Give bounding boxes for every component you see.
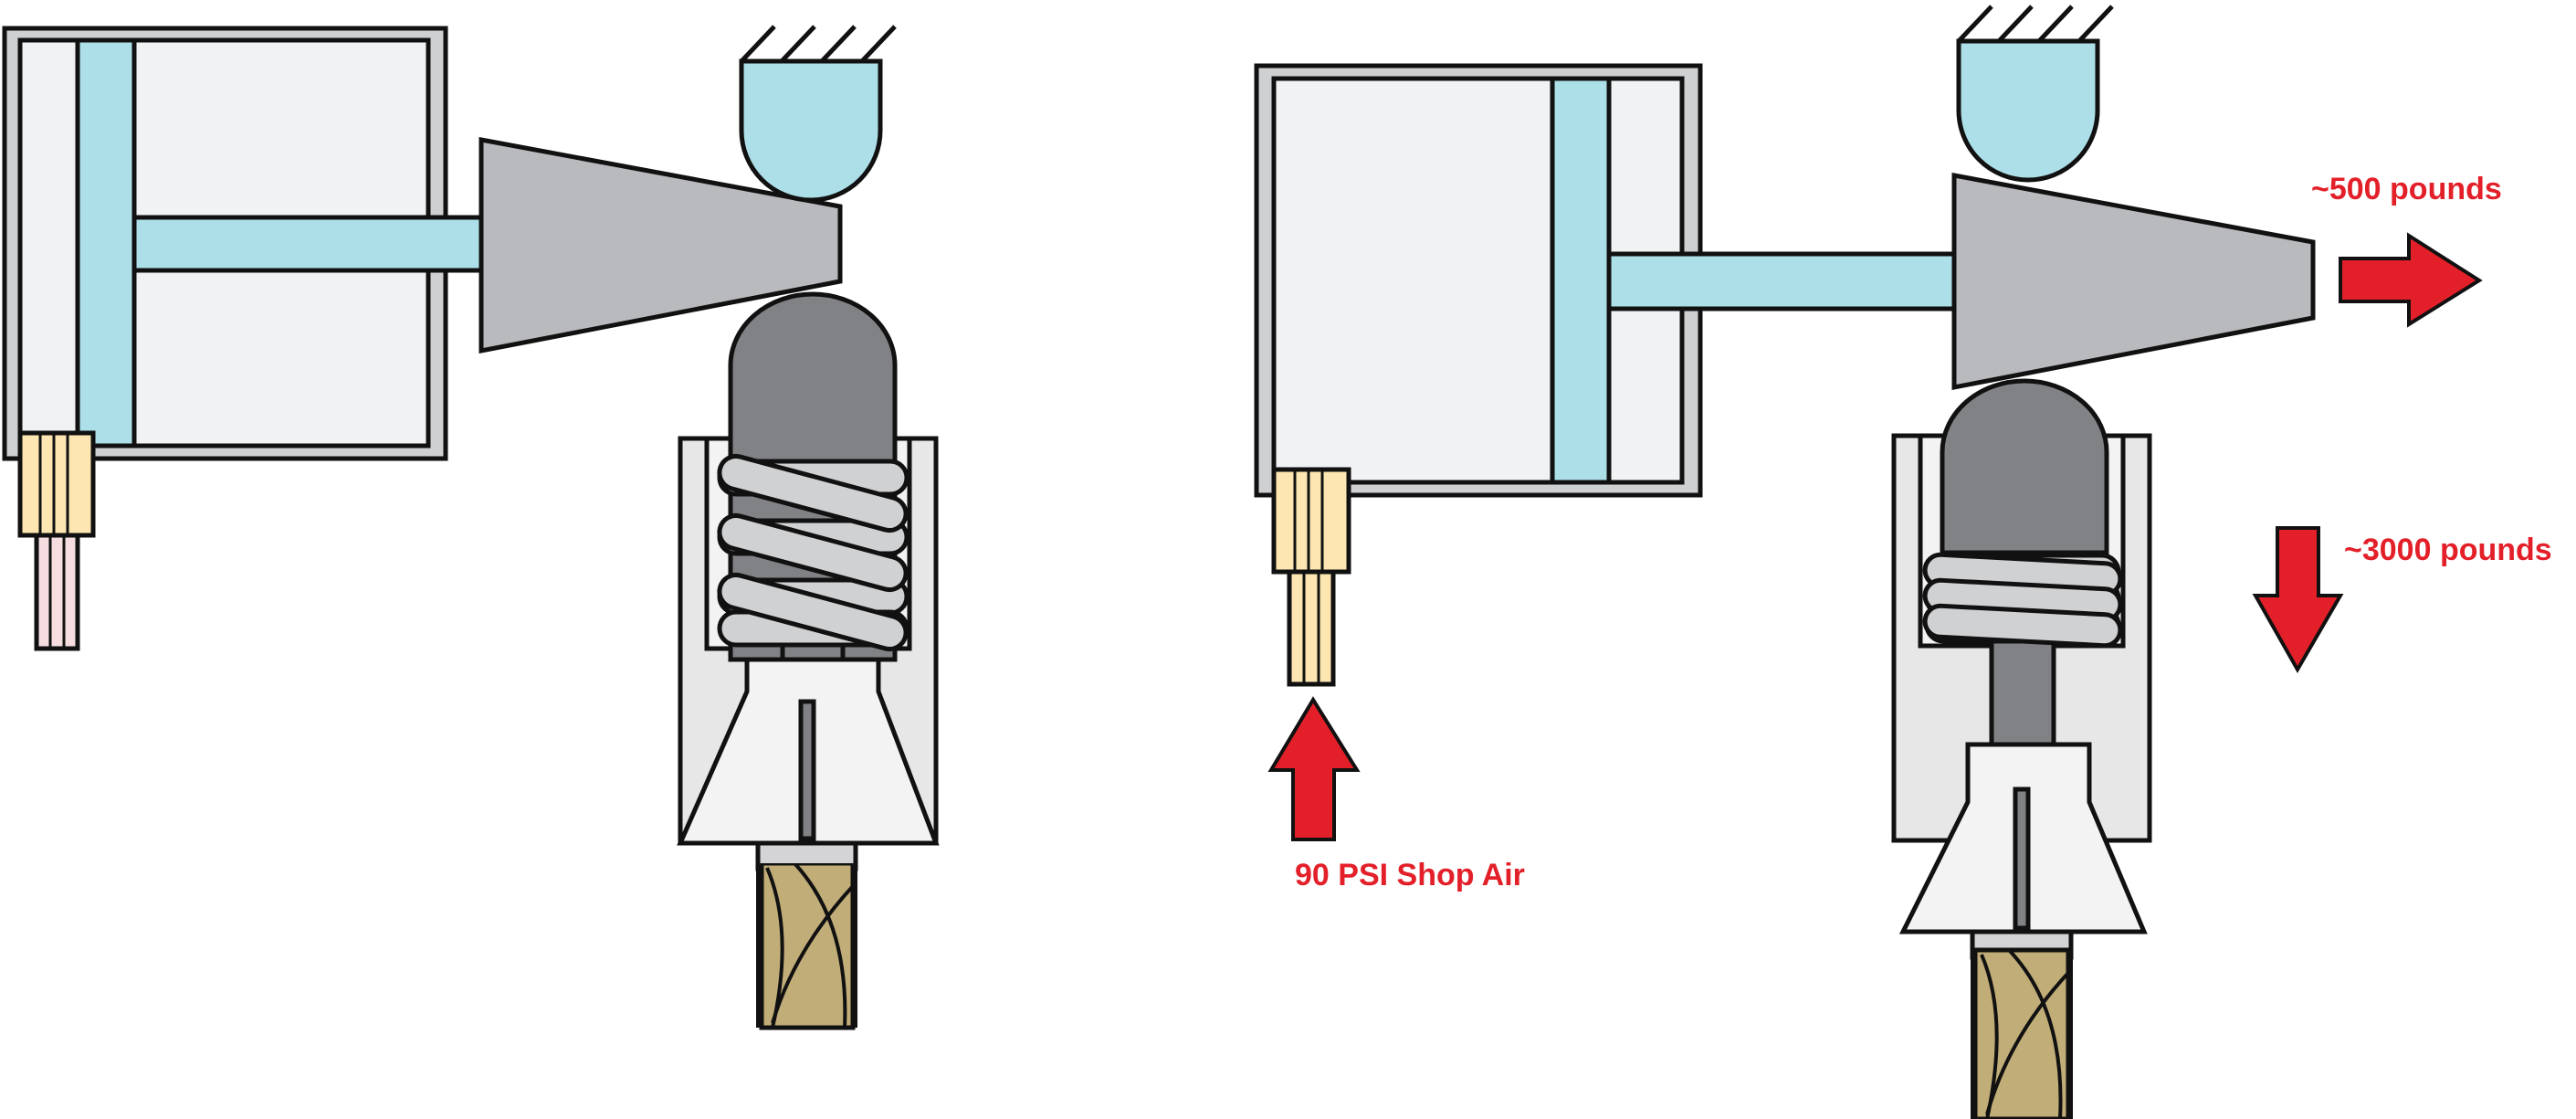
force-label-3000: ~3000 pounds (2344, 533, 2552, 567)
air-fitting-left (17, 430, 96, 651)
piston-head (75, 37, 137, 449)
retention-slot-right (2013, 786, 2031, 931)
roller-right (1956, 38, 2100, 183)
fixed-mount-left (740, 25, 897, 63)
drawbar-knob-right (1940, 378, 2109, 555)
roller-left (739, 58, 883, 203)
spring-stack-left (717, 453, 909, 652)
wedge-left (478, 136, 843, 354)
force-arrows (1267, 232, 2483, 841)
force-label-500: ~500 pounds (2311, 172, 2502, 206)
spring-stack-right-face (1922, 552, 2123, 649)
end-mill-left (756, 863, 857, 1030)
air-cylinder-left (2, 26, 486, 461)
arrow-right-500-icon (2339, 232, 2483, 328)
retention-slot-left (798, 699, 816, 841)
air-fitting-right (1271, 467, 1351, 687)
piston-rod (1604, 251, 1964, 311)
fixed-mount-right (1957, 5, 2114, 43)
drawbar-shaft-right (1989, 637, 2056, 747)
shop-air-label: 90 PSI Shop Air (1295, 858, 1525, 892)
arrow-down-3000-icon (2252, 526, 2344, 674)
arrow-up-shop-air-icon (1267, 696, 1361, 841)
air-cylinder-right (1254, 63, 1964, 498)
wedge-right (1951, 172, 2316, 391)
end-mill-right (1971, 947, 2073, 1119)
released-state-assembly (2, 25, 940, 1030)
clamped-state-assembly (1254, 5, 2316, 1119)
piston-head (1550, 76, 1612, 485)
piston-rod (130, 215, 486, 273)
